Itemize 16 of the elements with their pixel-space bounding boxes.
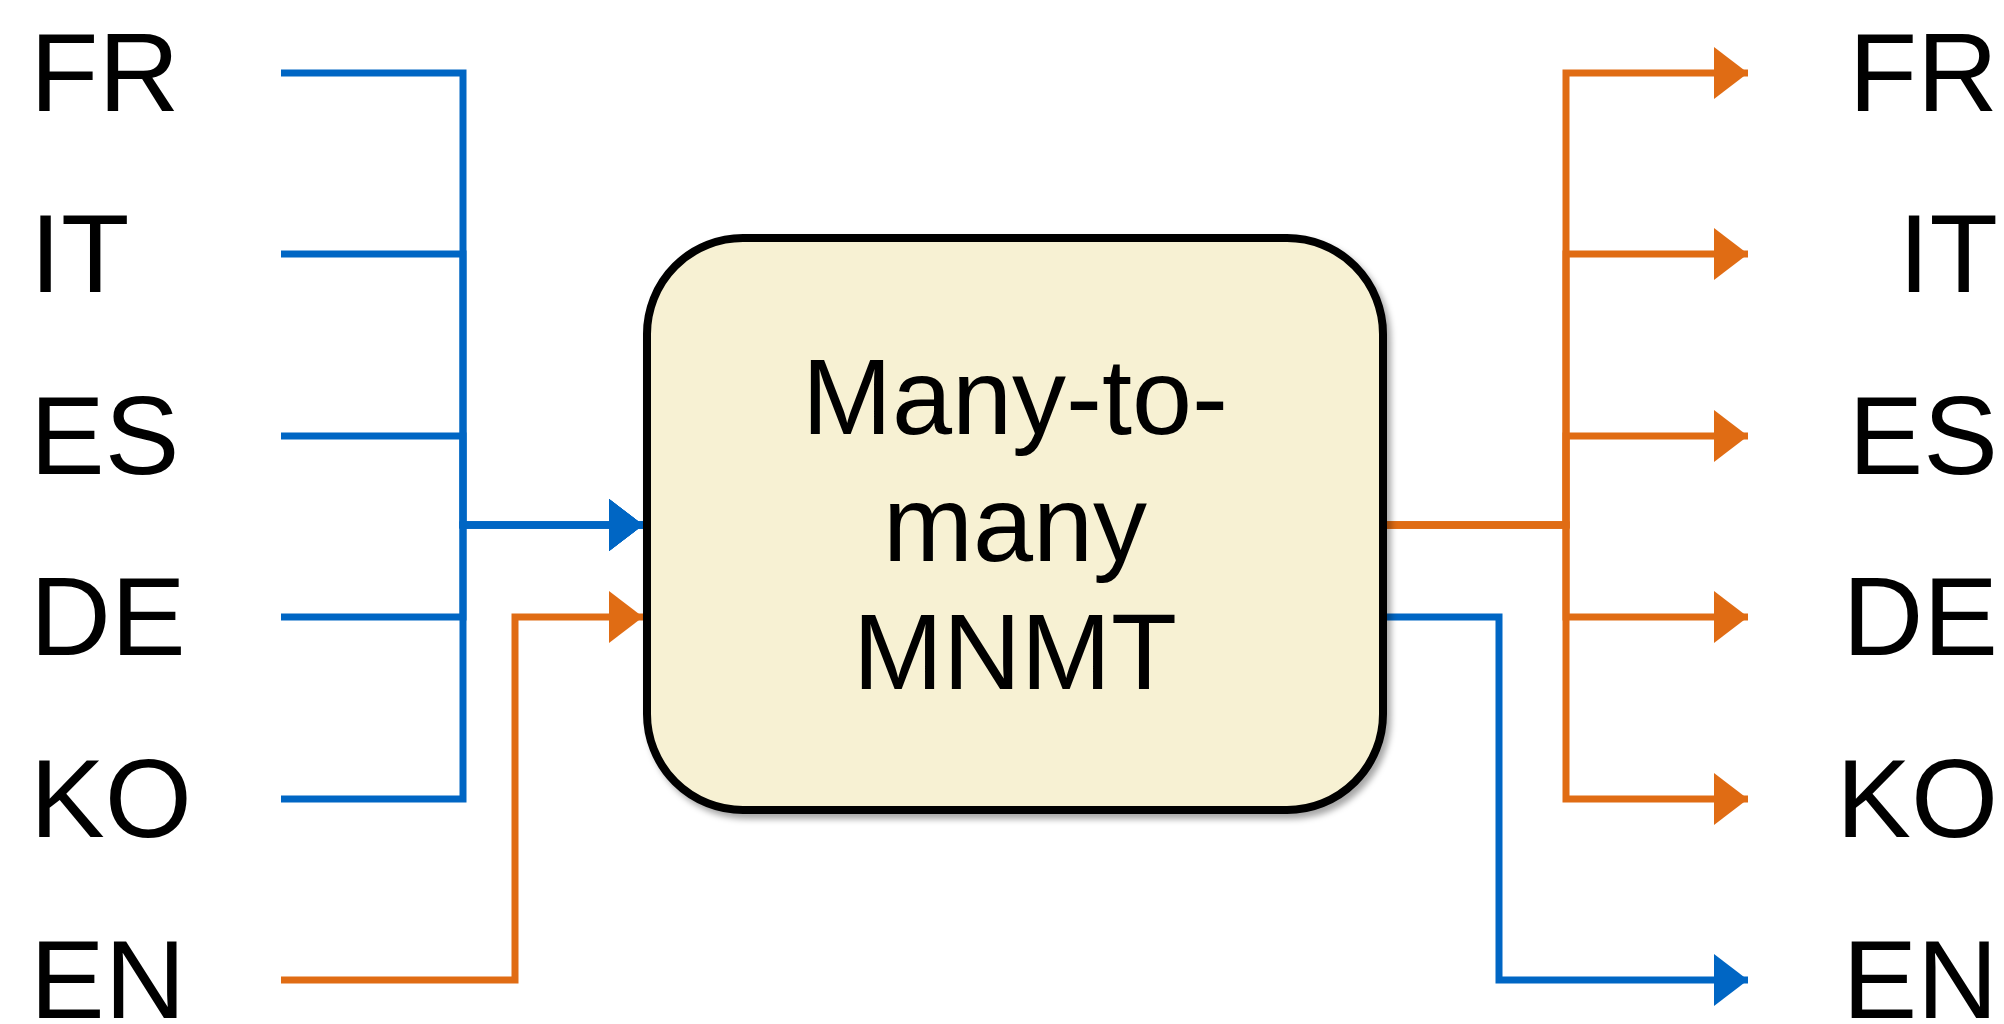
language-code: FR bbox=[30, 17, 180, 129]
language-code: ES bbox=[1848, 380, 1998, 492]
language-code: FR bbox=[1848, 17, 1998, 129]
process-box bbox=[643, 234, 1387, 814]
arrow bbox=[1387, 521, 1748, 825]
language-code: DE bbox=[1842, 561, 1998, 673]
language-code: EN bbox=[30, 924, 186, 1024]
arrow bbox=[1387, 613, 1748, 1006]
language-code: DE bbox=[30, 561, 186, 673]
process-label: Many-to-many MNMT bbox=[800, 334, 1230, 714]
language-code: KO bbox=[1836, 743, 1998, 855]
language-code: IT bbox=[1898, 198, 1998, 310]
language-code: ES bbox=[30, 380, 180, 492]
language-code: IT bbox=[30, 198, 130, 310]
language-code: EN bbox=[1842, 924, 1998, 1024]
language-code: KO bbox=[30, 743, 192, 855]
